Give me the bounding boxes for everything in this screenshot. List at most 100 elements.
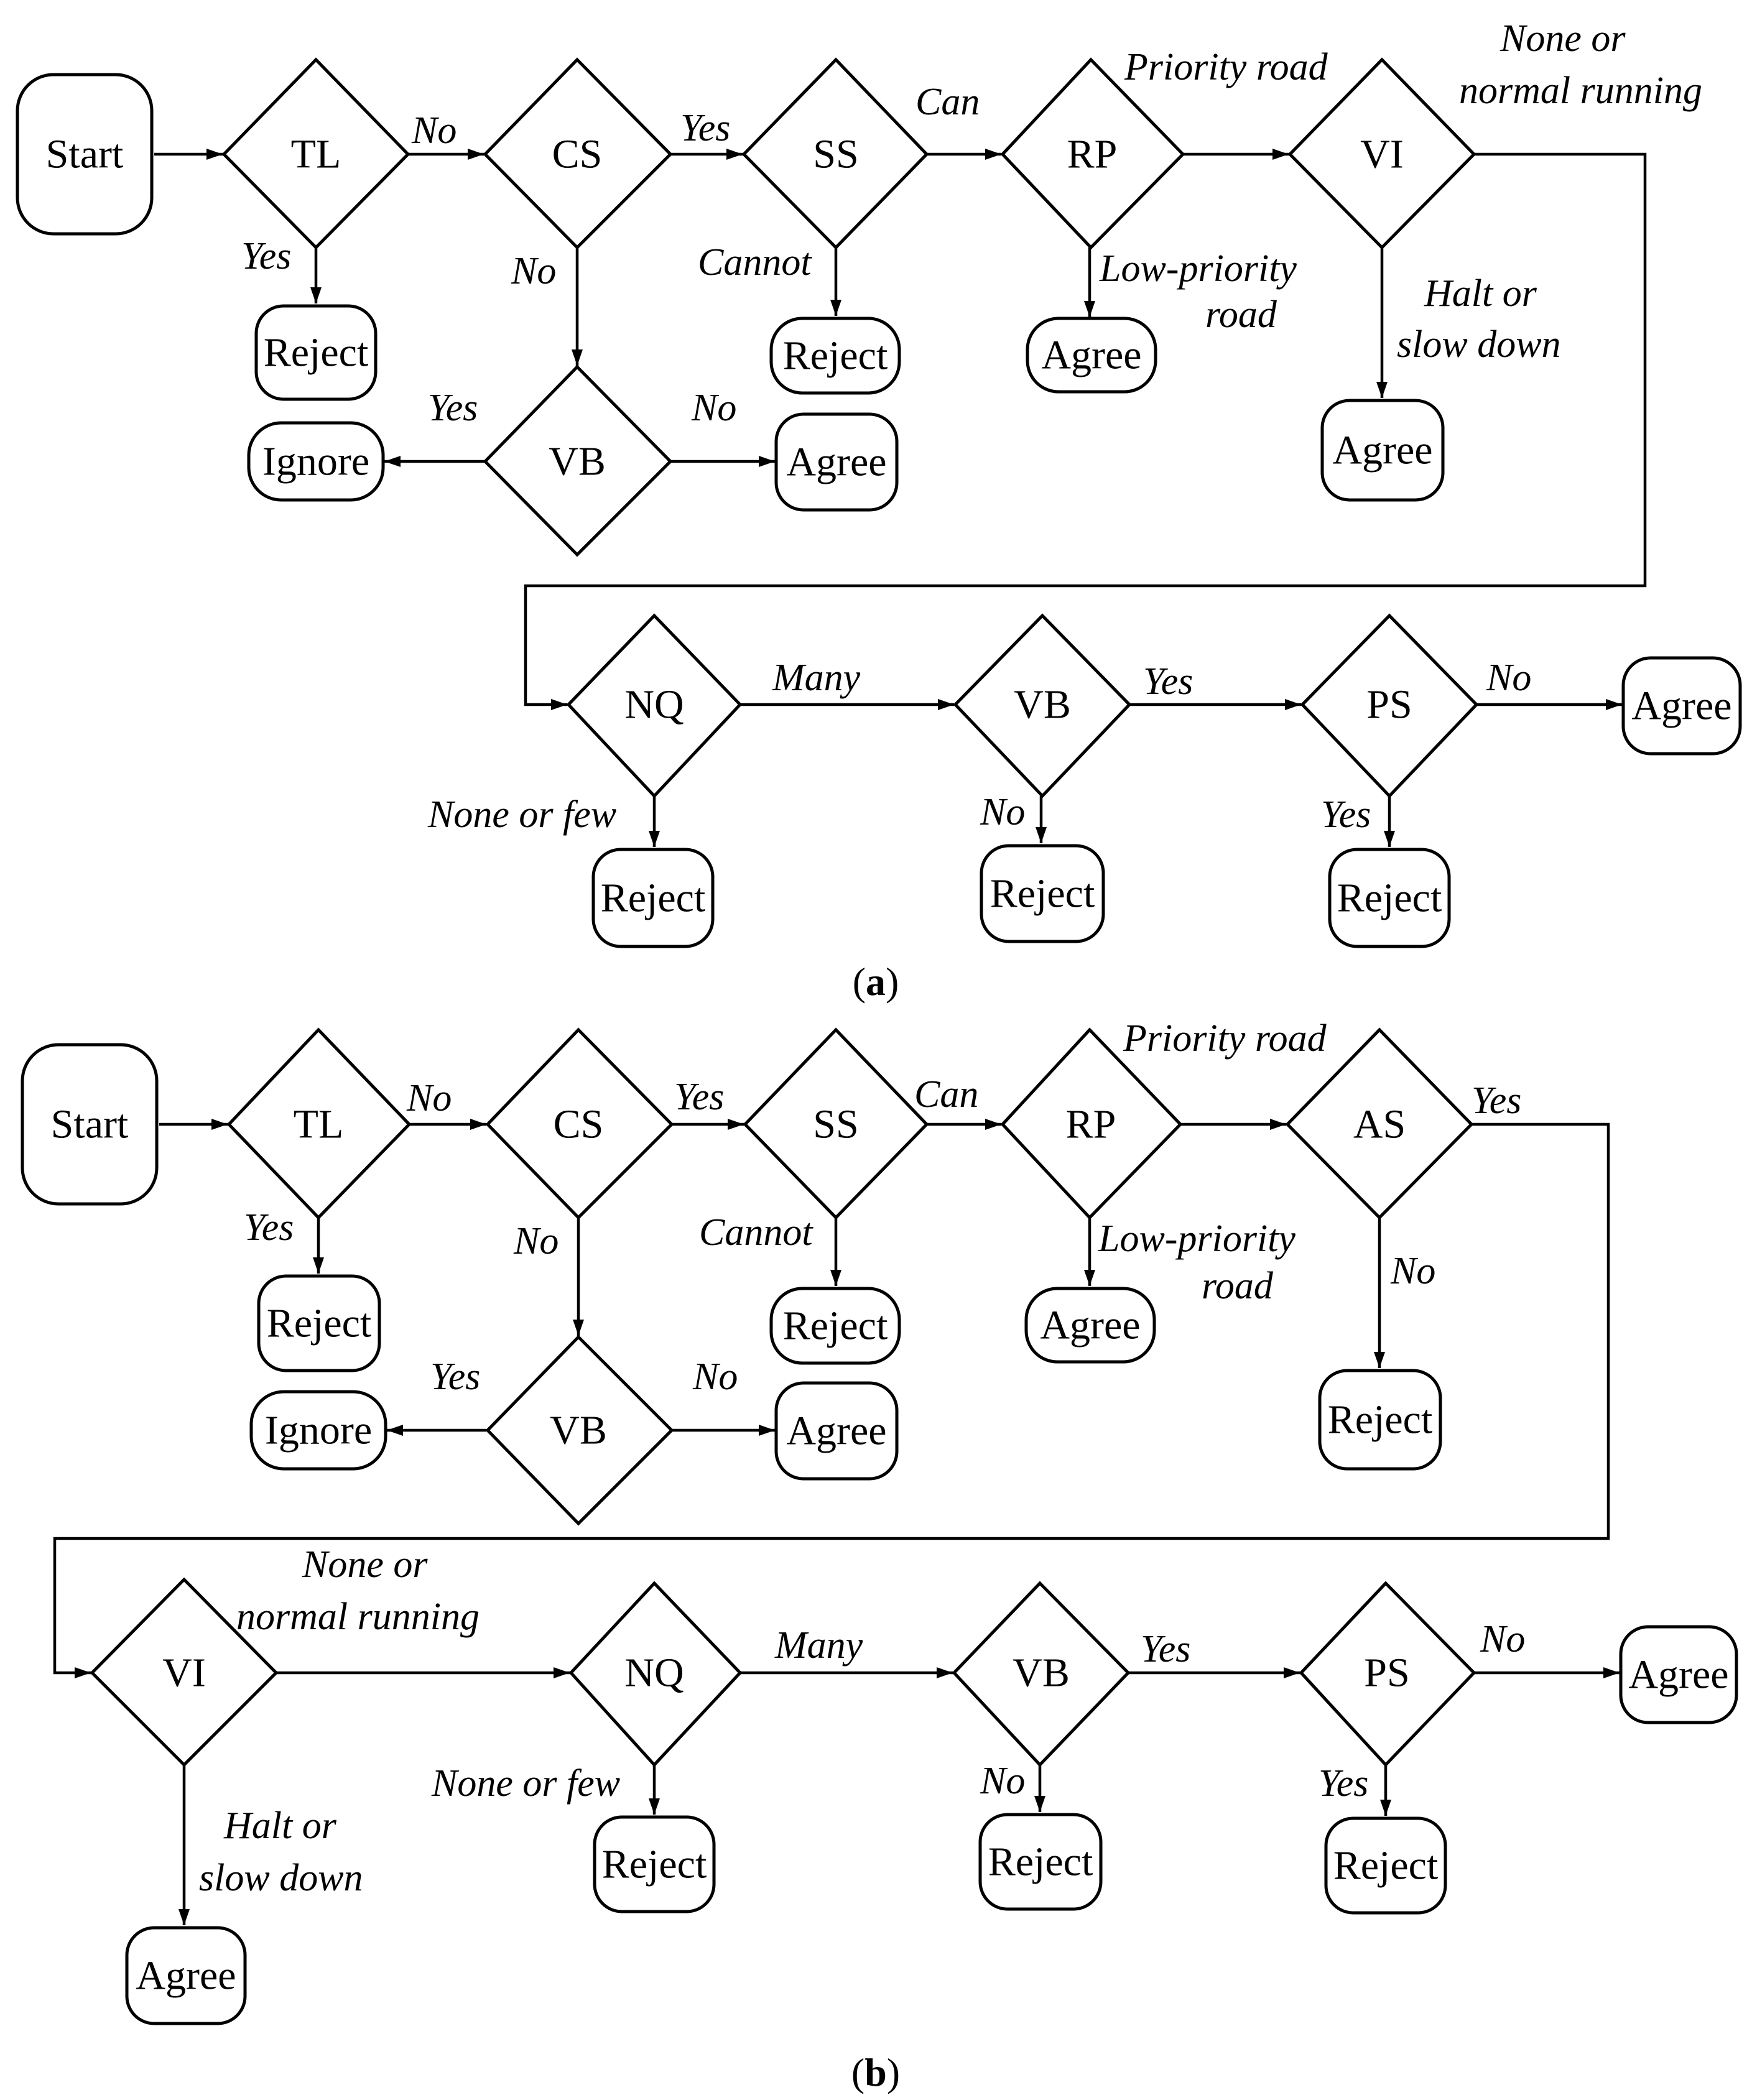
caption-a: (a) — [853, 960, 899, 1004]
decision-vb-2-label: VB — [1013, 1650, 1070, 1696]
terminal-reject-vb — [980, 844, 1105, 943]
label-rp-low-line2: road — [1205, 294, 1277, 336]
label-ss-cannot: Cannot — [699, 1211, 813, 1254]
label-ps-yes: Yes — [1319, 1762, 1368, 1805]
label-vi-none-line1: None or — [302, 1543, 428, 1586]
terminal-agree-vb-label: Agree — [786, 440, 886, 485]
terminal-ignore-label: Ignore — [262, 439, 369, 484]
terminal-reject-ps — [1324, 1816, 1447, 1915]
label-tl-no: No — [411, 109, 457, 152]
label-vb-yes: Yes — [430, 1356, 480, 1398]
decision-tl — [226, 1027, 412, 1220]
flowchart-b: Start TL Reject CS VB Ignore Agree SS Re… — [21, 1017, 1738, 2094]
label-cs-no: No — [511, 250, 556, 292]
edge-vi-nq — [524, 152, 1647, 710]
decision-ps-label: PS — [1366, 682, 1412, 728]
terminal-agree-vi-label: Agree — [136, 1953, 236, 1999]
decision-nq-label: NQ — [624, 1650, 684, 1696]
terminal-reject-as — [1318, 1369, 1442, 1471]
label-ps-yes: Yes — [1321, 793, 1371, 836]
decision-ps — [1299, 1581, 1476, 1767]
terminal-reject-nq — [591, 848, 715, 948]
flowchart-b-edges — [53, 1119, 1620, 1925]
label-vb2-no: No — [980, 1760, 1025, 1802]
label-ps-no: No — [1486, 657, 1531, 699]
terminal-reject-tl — [254, 304, 378, 401]
terminal-ignore — [247, 421, 385, 502]
decision-vb-1 — [483, 364, 673, 557]
label-rp-priority: Priority road — [1123, 1017, 1327, 1060]
label-vb-no: No — [692, 1356, 738, 1398]
terminal-agree-rp-label: Agree — [1040, 1303, 1140, 1348]
terminal-agree-rp — [1026, 317, 1157, 394]
label-vb-no: No — [691, 387, 736, 429]
decision-ss-label: SS — [813, 132, 858, 177]
caption-b: (b) — [851, 2050, 900, 2094]
label-rp-low-line2: road — [1202, 1265, 1274, 1307]
decision-rp — [1000, 57, 1185, 250]
label-ss-cannot: Cannot — [698, 241, 812, 284]
terminal-reject-ss-label: Reject — [783, 333, 888, 379]
label-vi-halt-line1: Halt or — [1424, 272, 1537, 315]
edge-as-vi — [53, 1122, 1610, 1678]
label-nq-many: Many — [772, 657, 861, 699]
label-vb2-no: No — [980, 791, 1025, 833]
decision-vi — [90, 1577, 279, 1767]
label-vb2-yes: Yes — [1141, 1628, 1190, 1670]
terminal-reject-ps-label: Reject — [1333, 1843, 1439, 1889]
terminal-reject-tl — [257, 1274, 381, 1372]
flowchart-a-edges — [154, 149, 1647, 847]
decision-nq — [568, 1581, 743, 1767]
flowchart-a-nodes: Start TL Reject CS VB Ignore Agree SS — [16, 57, 1742, 948]
label-tl-no: No — [406, 1077, 452, 1119]
terminal-reject-vb-label: Reject — [988, 1839, 1093, 1885]
decision-tl-label: TL — [291, 132, 341, 177]
terminal-reject-ps — [1328, 848, 1451, 948]
decision-vi — [1287, 57, 1476, 250]
caption-a-letter: a — [866, 960, 886, 1004]
decision-ss-label: SS — [813, 1102, 858, 1147]
decision-tl-label: TL — [294, 1102, 344, 1147]
flowchart-a-edge-labels: No Yes Yes No Yes No Can Cannot Priority… — [241, 17, 1702, 836]
terminal-reject-ss — [769, 317, 901, 395]
terminal-agree-ps-label: Agree — [1631, 683, 1731, 729]
decision-nq — [566, 613, 743, 798]
terminal-agree-ps — [1619, 1625, 1738, 1724]
flowchart-b-nodes: Start TL Reject CS VB Ignore Agree SS Re… — [21, 1027, 1738, 2025]
label-vi-halt-line1: Halt or — [223, 1805, 337, 1847]
terminal-reject-ss — [769, 1287, 901, 1365]
label-cs-no: No — [513, 1220, 559, 1262]
label-nq-many: Many — [774, 1624, 863, 1667]
decision-cs-label: CS — [554, 1102, 604, 1147]
label-nq-few: None or few — [431, 1762, 620, 1805]
terminal-ignore-label: Ignore — [265, 1408, 372, 1453]
terminal-agree-vb — [774, 412, 899, 512]
terminal-agree-ps — [1621, 656, 1742, 756]
decision-vi-label: VI — [162, 1650, 206, 1696]
terminal-agree-vb-label: Agree — [786, 1408, 886, 1454]
label-ps-no: No — [1480, 1618, 1525, 1660]
decision-vb-1 — [485, 1334, 674, 1526]
label-vi-halt-line2: slow down — [1397, 323, 1561, 366]
decision-vb-1-label: VB — [550, 1408, 607, 1453]
terminal-reject-vb-label: Reject — [990, 871, 1095, 917]
label-ss-can: Can — [914, 1073, 978, 1116]
terminal-agree-ps-label: Agree — [1628, 1652, 1728, 1698]
decision-ss — [743, 1027, 929, 1220]
label-nq-few: None or few — [427, 793, 616, 836]
label-as-no: No — [1390, 1250, 1435, 1292]
label-rp-low-line1: Low-priority — [1099, 247, 1297, 290]
label-vb2-yes: Yes — [1143, 660, 1193, 703]
label-rp-priority: Priority road — [1124, 46, 1328, 88]
terminal-reject-tl-label: Reject — [264, 330, 369, 376]
start-node — [21, 1043, 159, 1206]
start-node — [16, 73, 154, 236]
label-vb-yes: Yes — [428, 387, 478, 429]
decision-ps-label: PS — [1364, 1650, 1409, 1696]
decision-vb-2 — [952, 1581, 1131, 1767]
terminal-reject-tl-label: Reject — [267, 1301, 372, 1346]
decision-tl — [221, 57, 410, 250]
terminal-reject-ss-label: Reject — [783, 1303, 888, 1349]
decision-as-label: AS — [1353, 1102, 1406, 1147]
label-tl-yes: Yes — [244, 1206, 294, 1249]
